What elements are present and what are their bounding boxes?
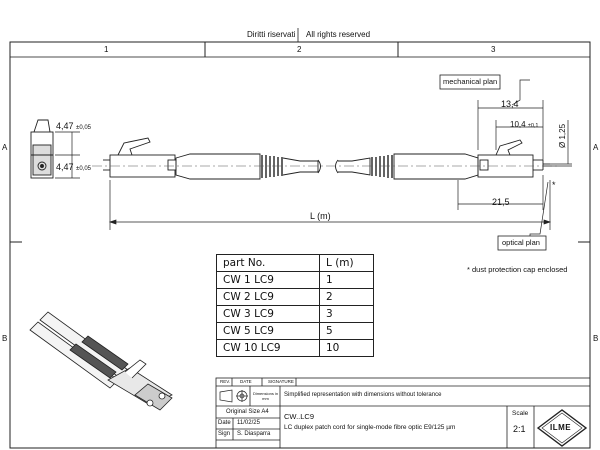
parts-table: part No. L (m) CW 1 LC9 1 CW 2 LC9 2 CW … <box>216 254 374 357</box>
parts-table-header: part No. L (m) <box>216 254 374 272</box>
signature-header: SIGNATURE <box>268 379 294 384</box>
optical-plan-box <box>497 235 547 251</box>
rev-header: REV. <box>220 379 231 384</box>
date-label: Date <box>218 420 231 426</box>
dimensions-label: Dimensions in mm <box>252 391 279 401</box>
ilme-logo <box>536 409 588 447</box>
grid-col-3: 3 <box>491 45 496 54</box>
product-code: CW..LC9 <box>284 412 315 421</box>
part-number-cell: CW 2 LC9 <box>216 288 320 306</box>
date-value: 11/02/25 <box>237 420 260 426</box>
grid-row-b-right: B <box>593 334 599 343</box>
sign-value: S. Diasparra <box>237 431 271 437</box>
length-cell: 5 <box>319 322 374 340</box>
connector-illustration <box>29 311 173 411</box>
length-label: L (m) <box>310 211 331 221</box>
part-number-cell: CW 3 LC9 <box>216 305 320 323</box>
mechanical-plan-box <box>439 74 501 90</box>
length-dimension <box>108 180 552 230</box>
header-part-no: part No. <box>216 254 320 272</box>
sign-label: Sign <box>218 431 231 437</box>
table-row: CW 10 LC9 10 <box>216 339 374 357</box>
patch-cord-drawing <box>103 137 550 180</box>
right-dimension-lines <box>457 79 572 240</box>
grid-row-b-left: B <box>2 334 8 343</box>
dim-13-4: 13,4 <box>501 99 519 109</box>
grid-col-2: 2 <box>297 45 302 54</box>
logo-text: ILME <box>550 423 572 432</box>
mechanical-plan-label: mechanical plan <box>443 77 498 86</box>
rights-italian: Diritti riservati <box>247 30 296 39</box>
part-number-cell: CW 10 LC9 <box>216 339 320 357</box>
table-row: CW 1 LC9 1 <box>216 271 374 289</box>
dim-width-top: 4,47 ±0,05 <box>56 121 92 131</box>
scale-value: 2:1 <box>513 424 526 434</box>
connector-end-view <box>30 119 54 179</box>
table-row: CW 5 LC9 5 <box>216 322 374 340</box>
grid-row-a-right: A <box>593 143 599 152</box>
original-size: Original Size A4 <box>226 409 269 415</box>
dim-diameter: Ø 1,25 <box>558 123 567 148</box>
left-dimension-lines <box>55 131 80 179</box>
dim-21-5: 21,5 <box>492 197 510 207</box>
length-cell: 10 <box>319 339 374 357</box>
dim-width-bottom: 4,47 ±0,05 <box>56 162 92 172</box>
grid-col-1: 1 <box>104 45 109 54</box>
star-marker: * <box>552 180 556 190</box>
date-header: DATE <box>240 379 252 384</box>
header-length: L (m) <box>319 254 374 272</box>
inner-frame <box>9 56 591 449</box>
length-cell: 3 <box>319 305 374 323</box>
part-number-cell: CW 5 LC9 <box>216 322 320 340</box>
length-cell: 2 <box>319 288 374 306</box>
scale-label: Scale <box>512 410 529 417</box>
optical-plan-label: optical plan <box>502 238 540 247</box>
projection-symbol-icon <box>219 389 248 403</box>
length-cell: 1 <box>319 271 374 289</box>
dim-10-4: 10,4 ±0,1 <box>510 120 539 129</box>
table-row: CW 3 LC9 3 <box>216 305 374 323</box>
dust-cap-note: * dust protection cap enclosed <box>467 265 568 274</box>
grid-row-a-left: A <box>2 143 8 152</box>
simplified-note: Simplified representation with dimension… <box>284 392 442 398</box>
title-block-grid <box>215 377 591 449</box>
product-description: LC duplex patch cord for single-mode fib… <box>284 424 456 431</box>
part-number-cell: CW 1 LC9 <box>216 271 320 289</box>
table-row: CW 2 LC9 2 <box>216 288 374 306</box>
rights-english: All rights reserved <box>306 30 371 39</box>
